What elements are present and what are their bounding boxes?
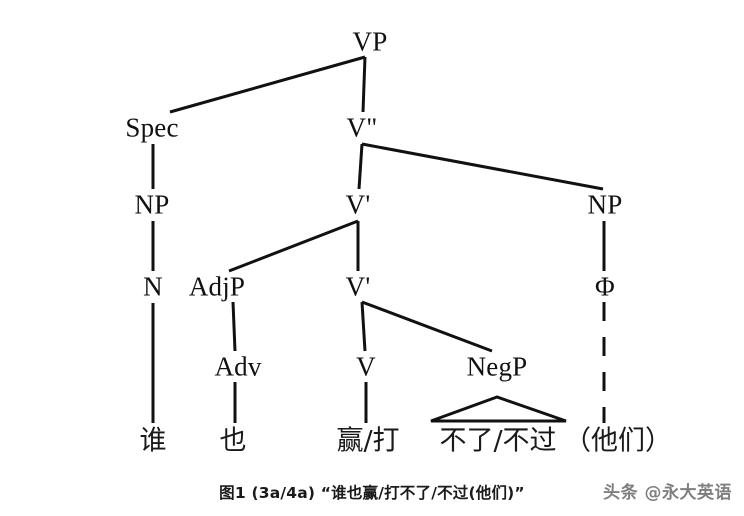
tree-node-vp: VP [352, 26, 388, 57]
tree-edge-vp-to-v2 [361, 56, 367, 113]
tree-node-v1a: V' [345, 189, 371, 220]
tree-edge-v1b-to-negp [361, 300, 493, 353]
tree-terminal-neg: 不了/不过 [439, 425, 557, 457]
coverage-triangle-negp [430, 395, 567, 423]
tree-edge-vp-to-spec [169, 55, 366, 114]
tree-node-spec: Spec [125, 112, 179, 143]
tree-edge-v1b-to-v [360, 301, 367, 352]
tree-terminal-ye: 也 [219, 425, 247, 457]
tree-edge-v1a-to-adjp [228, 219, 359, 273]
tree-terminal-tamen: （他们） [564, 425, 672, 457]
tree-node-negp: NegP [466, 351, 528, 382]
edge-layer [151, 55, 606, 423]
tree-node-v1b: V' [345, 271, 371, 302]
tree-terminal-verb: 赢/打 [336, 425, 400, 457]
tree-edge-v2-to-np_obj [361, 142, 604, 191]
tree-edge-adjp-to-adv [231, 301, 237, 352]
tree-terminal-shei: 谁 [139, 425, 167, 457]
tree-node-np_obj: NP [587, 189, 623, 220]
figure-caption: 图1 (3a/4a) “谁也赢/打不了/不过(他们)” [219, 484, 525, 502]
tree-node-v: V [356, 351, 376, 382]
tree-node-adv: Adv [214, 351, 262, 382]
tree-node-n: N [143, 271, 163, 302]
tree-edge-v2-to-v1a [357, 143, 364, 190]
tree-node-v2: V" [346, 112, 378, 143]
tree-node-np_subj: NP [134, 189, 170, 220]
triangle-layer [430, 395, 567, 423]
tree-node-phi: Φ [595, 271, 615, 302]
watermark-label: 头条 @永大英语 [603, 483, 732, 503]
tree-node-adjp: AdjP [188, 271, 246, 302]
